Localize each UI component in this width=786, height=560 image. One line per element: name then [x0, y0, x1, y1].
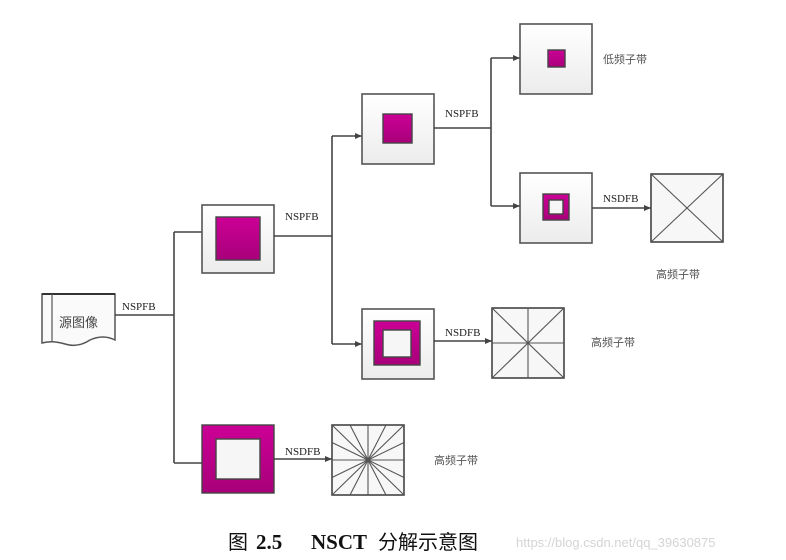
- source-image-node: 源图像: [41, 293, 116, 347]
- direction-line: [367, 459, 405, 478]
- direction-line: [367, 459, 405, 496]
- edge-label-nsdfb: NSDFB: [285, 446, 320, 458]
- caption-number: 2.5: [256, 530, 282, 554]
- edge-label-nspfb: NSPFB: [285, 211, 319, 223]
- wires-level2: NSPFB: [274, 133, 362, 347]
- document-icon: [41, 293, 116, 347]
- lowpass-square: [215, 216, 261, 261]
- bandpass-ring-hole: [548, 199, 564, 215]
- edge-label-nspfb: NSPFB: [122, 301, 156, 313]
- direction-line: [367, 424, 387, 461]
- figure-caption: 图 2.5 NSCT 分解示意图 https://blog.csdn.net/q…: [228, 530, 716, 554]
- dfb-8-box: 高频子带: [491, 307, 635, 379]
- caption-title: 分解示意图: [378, 530, 478, 554]
- direction-lines: [331, 424, 405, 496]
- level1-lowpass-box: [201, 204, 275, 274]
- low-band-label: 低频子带: [603, 52, 647, 66]
- edge-label-nsdfb: NSDFB: [445, 327, 480, 339]
- level2-lowpass-box: [361, 93, 435, 165]
- direction-line: [331, 459, 369, 478]
- level3-lowpass-box: 低频子带: [519, 23, 647, 95]
- bandpass-ring-hole: [382, 329, 412, 358]
- level3-bandpass-box: [519, 172, 593, 244]
- watermark: https://blog.csdn.net/qq_39630875: [516, 535, 716, 550]
- direction-line: [367, 459, 387, 496]
- caption-prefix: 图: [228, 530, 248, 554]
- high-band-label: 高频子带: [656, 267, 700, 281]
- edge-label-nsdfb: NSDFB: [603, 193, 638, 205]
- high-band-label: 高频子带: [434, 453, 478, 467]
- wires-nsdfb: NSDFB NSDFB NSDFB: [274, 193, 651, 462]
- level2-bandpass-box: [361, 308, 435, 380]
- direction-line: [367, 442, 405, 461]
- direction-line: [331, 424, 369, 461]
- dfb-16-box: 高频子带: [331, 424, 478, 496]
- direction-line: [349, 424, 369, 461]
- high-band-label: 高频子带: [591, 335, 635, 349]
- direction-line: [331, 459, 369, 496]
- direction-line: [367, 424, 405, 461]
- lowpass-square: [547, 49, 566, 68]
- bandpass-ring-hole: [215, 438, 261, 480]
- caption-title-bold: NSCT: [311, 530, 367, 554]
- level1-bandpass-box: [201, 424, 275, 494]
- direction-line: [331, 442, 369, 461]
- source-label: 源图像: [59, 316, 98, 331]
- wires-level3: NSPFB: [434, 55, 520, 209]
- lowpass-square: [382, 113, 413, 144]
- direction-line: [349, 459, 369, 496]
- wires-level1: NSPFB: [115, 231, 202, 464]
- edge-label-nspfb: NSPFB: [445, 108, 479, 120]
- dfb-4-box: 高频子带: [650, 173, 724, 281]
